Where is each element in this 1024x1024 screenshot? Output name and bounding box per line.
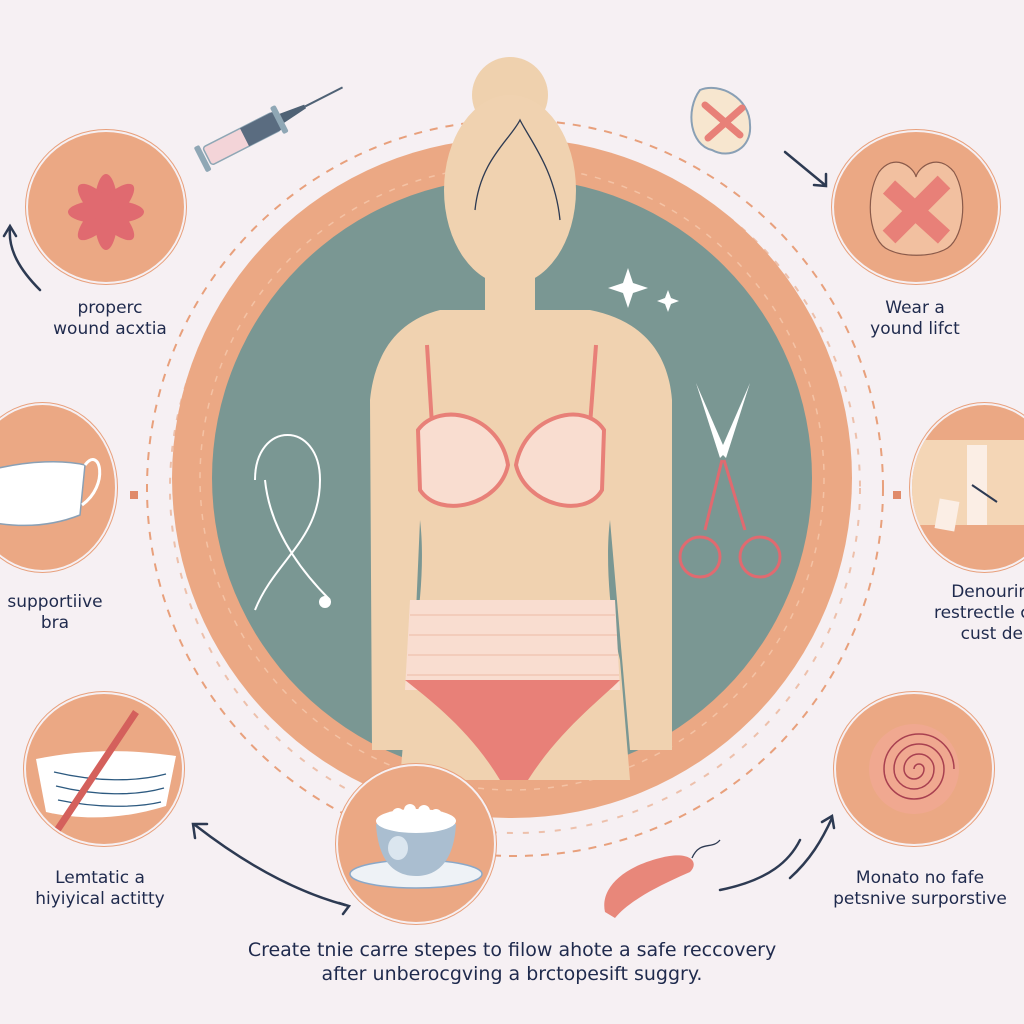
step-label-bottom-left: Lemtatic a hiyiyical actitty [35,868,165,909]
awareness-ribbon-icon [254,434,331,611]
cup-of-food-icon [349,804,483,889]
sparkle-icon [608,268,679,312]
scissors-icon [678,383,782,579]
step-label-top-right: Wear a yound lifct [870,298,960,339]
spiral-icon [869,724,959,814]
step-label-mid-right: Denouring restrectle ca cust dery [933,582,1024,644]
syringe-icon [194,86,344,172]
bra-graphic [415,344,607,508]
step-circle-bottom-right [836,694,992,844]
surgical-mask-icon [0,458,102,527]
surgical-drain-icon [604,839,721,918]
bandaged-skin-icon [912,440,1024,532]
flower-icon [68,174,144,250]
step-label-bottom-right: Monato no fafe petsnive surporstive [833,868,1007,909]
step-circle-mid-left [0,405,115,570]
step-label-mid-left: supportiive bra [7,592,103,633]
arrow-icons [2,150,836,916]
step-circle-mid-right [912,405,1024,570]
caption: Create tnie carre stepes to filow ahote … [247,939,777,985]
step-circle-top-right [834,132,998,282]
head [444,95,576,285]
step-label-top-left: properc wound acxtia [53,298,167,339]
step-circle-bottom-center [338,766,494,922]
briefs [405,680,620,780]
step-circle-top-left [28,132,184,282]
crossed-mask-icon [36,710,176,834]
step-circle-bottom-left [26,694,182,844]
crossed-bandage-icon [869,161,964,256]
wound-dressing-icon [690,86,752,155]
compression-garment [405,600,620,690]
